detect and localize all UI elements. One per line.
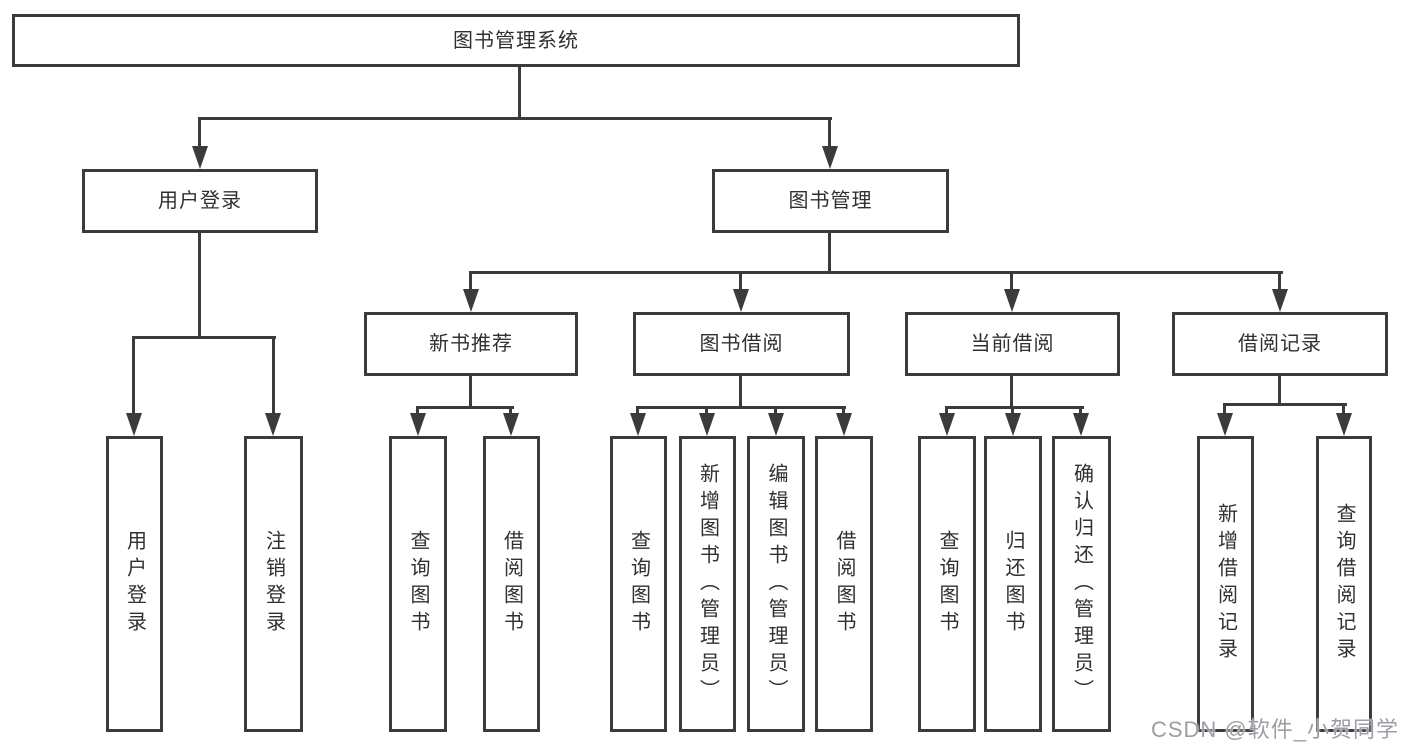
node-label: 编辑图书（管理员） — [765, 462, 787, 706]
connector-drop — [1223, 403, 1226, 416]
arrow-down-icon — [192, 146, 208, 169]
connector-drop — [1342, 403, 1345, 416]
node-current-borrowing: 当前借阅 — [905, 312, 1120, 376]
arrow-down-icon — [699, 413, 715, 436]
arrow-down-icon — [126, 413, 142, 436]
leaf-borrow-books-2: 借阅图书 — [815, 436, 873, 732]
node-label: 查询借阅记录 — [1333, 503, 1355, 665]
connector-drop — [842, 406, 845, 416]
leaf-query-books-3: 查询图书 — [918, 436, 976, 732]
arrow-down-icon — [463, 289, 479, 312]
node-label: 新增借阅记录 — [1214, 503, 1237, 665]
connector-book-management-stem — [828, 233, 831, 274]
connector-drop — [705, 406, 708, 416]
leaf-return-books: 归还图书 — [984, 436, 1042, 732]
node-label: 注销登录 — [262, 530, 285, 638]
node-library-system: 图书管理系统 — [12, 14, 1020, 67]
connector-current-borrow-stem — [1010, 376, 1013, 409]
node-label: 图书借阅 — [699, 333, 784, 355]
leaf-query-books-1: 查询图书 — [389, 436, 447, 732]
connector-drop-borrow-records — [1278, 271, 1281, 291]
connector-level2-branch — [198, 117, 832, 120]
connector-level3-branch — [469, 271, 1283, 274]
arrow-down-icon — [503, 413, 519, 436]
connector-drop — [416, 406, 419, 416]
node-user-login: 用户登录 — [82, 169, 318, 233]
arrow-down-icon — [1005, 413, 1021, 436]
arrow-down-icon — [1217, 413, 1233, 436]
node-label: 当前借阅 — [970, 333, 1055, 355]
leaf-confirm-return-admin: 确认归还（管理员） — [1052, 436, 1111, 732]
node-label: 新书推荐 — [429, 333, 513, 355]
node-book-borrowing: 图书借阅 — [633, 312, 850, 376]
leaf-add-borrow-record: 新增借阅记录 — [1197, 436, 1254, 732]
node-label: 查询图书 — [407, 530, 429, 638]
arrow-down-icon — [1272, 289, 1288, 312]
connector-drop-logout — [272, 336, 275, 414]
node-borrow-records: 借阅记录 — [1172, 312, 1388, 376]
connector-drop — [636, 406, 639, 416]
leaf-query-books-2: 查询图书 — [610, 436, 667, 732]
node-label: 借阅图书 — [833, 530, 855, 638]
arrow-down-icon — [939, 413, 955, 436]
leaf-add-books-admin: 新增图书（管理员） — [679, 436, 736, 732]
node-label: 新增图书（管理员） — [696, 462, 719, 706]
connector-borrow-records-branch — [1223, 403, 1347, 406]
connector-drop-book-borrow — [739, 271, 742, 291]
arrow-down-icon — [630, 413, 646, 436]
node-book-management: 图书管理 — [712, 169, 949, 233]
connector-new-book-stem — [469, 376, 472, 409]
leaf-logout: 注销登录 — [244, 436, 303, 732]
node-label: 用户登录 — [158, 190, 242, 212]
connector-root-stem — [518, 67, 521, 119]
node-label: 确认归还（管理员） — [1070, 462, 1093, 706]
arrow-down-icon — [1073, 413, 1089, 436]
arrow-down-icon — [265, 413, 281, 436]
connector-drop-new-book — [469, 271, 472, 291]
connector-drop — [509, 406, 512, 416]
arrow-down-icon — [822, 146, 838, 169]
node-label: 用户登录 — [123, 530, 146, 638]
connector-new-book-branch — [416, 406, 514, 409]
arrow-down-icon — [733, 289, 749, 312]
node-label: 查询图书 — [627, 530, 650, 638]
arrow-down-icon — [1004, 289, 1020, 312]
arrow-down-icon — [1336, 413, 1352, 436]
node-label: 查询图书 — [936, 530, 958, 638]
connector-drop-login — [132, 336, 135, 414]
connector-user-login-branch — [132, 336, 276, 339]
connector-current-borrow-branch — [945, 406, 1084, 409]
connector-borrow-records-stem — [1278, 376, 1281, 406]
connector-drop — [945, 406, 948, 416]
connector-drop — [1079, 406, 1082, 416]
node-new-book-recommend: 新书推荐 — [364, 312, 578, 376]
node-label: 借阅记录 — [1238, 333, 1322, 355]
csdn-watermark: CSDN @软件_小贺同学 — [1150, 717, 1399, 742]
arrow-down-icon — [768, 413, 784, 436]
connector-book-borrow-stem — [739, 376, 742, 409]
arrow-down-icon — [836, 413, 852, 436]
connector-drop — [1011, 406, 1014, 416]
connector-user-login-stem — [198, 233, 201, 339]
connector-drop-book-management — [828, 117, 831, 147]
leaf-borrow-books-1: 借阅图书 — [483, 436, 540, 732]
node-label: 图书管理 — [788, 190, 873, 212]
node-label: 借阅图书 — [500, 530, 523, 638]
arrow-down-icon — [410, 413, 426, 436]
connector-drop-user-login — [198, 117, 201, 147]
leaf-user-login: 用户登录 — [106, 436, 163, 732]
node-label: 归还图书 — [1002, 530, 1024, 638]
node-label: 图书管理系统 — [453, 29, 579, 52]
connector-drop-current-borrow — [1010, 271, 1013, 291]
leaf-query-borrow-record: 查询借阅记录 — [1316, 436, 1372, 732]
leaf-edit-books-admin: 编辑图书（管理员） — [747, 436, 805, 732]
connector-drop — [774, 406, 777, 416]
connector-book-borrow-branch — [636, 406, 846, 409]
